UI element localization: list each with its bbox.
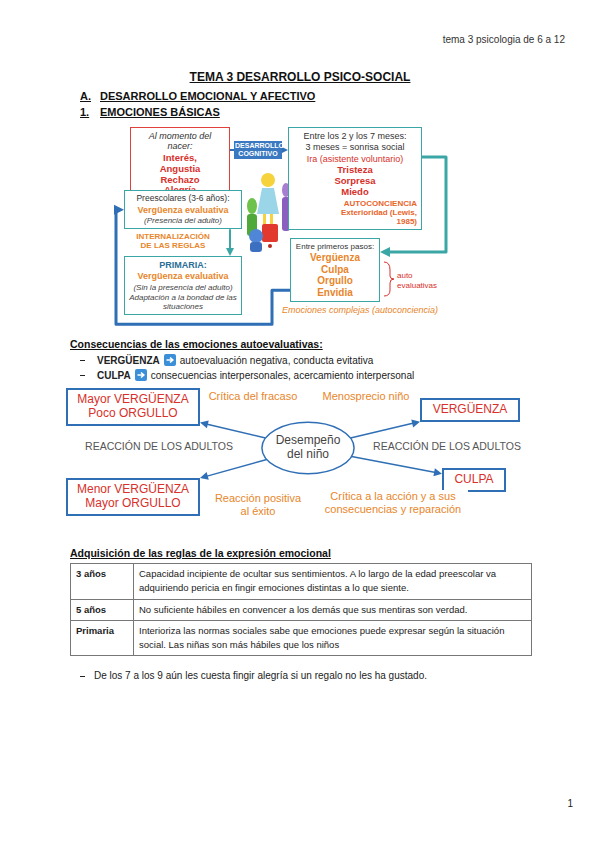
node-text: CULPA (454, 473, 493, 487)
connector (351, 420, 421, 438)
note-text: De los 7 a los 9 aún les cuesta fingir a… (94, 670, 427, 681)
node-text: Adaptación a la bondad de las situacione… (129, 293, 237, 311)
bullet-row: VERGÜENZA autoevaluación negativa, condu… (80, 354, 373, 366)
page-header: tema 3 psicologia de 6 a 12 (443, 34, 565, 46)
node-text: (Sin la presencia del adulto) (133, 283, 232, 292)
node-text: Menor VERGÜENZA Mayor ORGULLO (74, 483, 192, 511)
bullet-dash (80, 375, 85, 376)
section-letter: A. (80, 90, 91, 103)
stage-box: Entre los 2 y los 7 meses:3 meses = sonr… (288, 127, 422, 230)
node-text: VERGÜENZA (433, 403, 508, 417)
node-text: Ira (asistente voluntario) (307, 154, 404, 164)
side-label: REACCIÓN DE LOS ADULTOS (372, 440, 522, 453)
node-text: Vergüenza evaluativa (137, 205, 228, 215)
side-label: REACCIÓN DE LOS ADULTOS (84, 440, 234, 453)
connector (200, 460, 267, 480)
bullet-term: CULPA (97, 370, 131, 381)
diagram-caption: Emociones complejas (autoconciencia) (282, 305, 447, 316)
section-heading: EMOCIONES BÁSICAS (100, 106, 220, 119)
table-cell-text: Interioriza las normas sociales sabe que… (139, 625, 504, 650)
section-heading: Consecuencias de las emociones autoevalu… (70, 338, 323, 351)
connector (352, 456, 442, 476)
table-cell-text: 5 años (76, 604, 106, 615)
table-cell: Capacidad incipiente de ocultar sus sent… (134, 564, 532, 600)
edge-label: INTERNALIZACIÓN DE LAS REGLAS (128, 232, 218, 250)
stage-box: PRIMARIA:Vergüenza evaluativa (Sin la pre… (124, 256, 242, 315)
table-cell: No suficiente hábiles en convencer a los… (134, 599, 532, 620)
page-title: TEMA 3 DESARROLLO PSICO-SOCIAL (0, 70, 600, 84)
table-cell: Primaria (71, 620, 134, 656)
table-cell-text: No suficiente hábiles en convencer a los… (139, 604, 467, 615)
bullet-term: VERGÜENZA (97, 355, 160, 366)
node-text: Entre los 2 y los 7 meses: (303, 131, 406, 141)
edge-label: Reacción positiva al éxito (210, 492, 306, 517)
bullet-dash (80, 676, 85, 677)
connector-line (206, 424, 265, 438)
node-text: PRIMARIA: (159, 260, 207, 270)
arrowhead (411, 420, 420, 428)
table-cell: 3 años (71, 564, 134, 600)
edge-label: Menosprecio niño (316, 390, 416, 403)
outcome-box: Menor VERGÜENZA Mayor ORGULLO (66, 478, 200, 516)
bullet-row: CULPA consecuencias interpersonales, ace… (80, 369, 414, 381)
node-text: Vergüenza Culpa Orgullo Envidia (304, 252, 366, 298)
table-cell-text: Primaria (76, 625, 114, 636)
bullet-dash (80, 360, 85, 361)
node-text: Tristeza Sorpresa Miedo (324, 165, 386, 198)
bracket (384, 262, 394, 296)
section-heading: DESARROLLO EMOCIONAL Y AFECTIVO (100, 90, 315, 103)
table-row: 3 años Capacidad incipiente de ocultar s… (71, 564, 532, 600)
node-text: Preescolares (3-6 años): (136, 194, 229, 204)
table-row: 5 años No suficiente hábiles en convence… (71, 599, 532, 620)
bracket-label: auto evaluativas (397, 271, 439, 290)
note-row: De los 7 a los 9 aún les cuesta fingir a… (70, 670, 532, 682)
connector-line (352, 456, 436, 472)
table-row: Primaria Interioriza las normas sociales… (71, 620, 532, 656)
connector (200, 421, 266, 438)
connector (226, 229, 234, 256)
table-cell: 5 años (71, 599, 134, 620)
table-cell-text: 3 años (76, 568, 106, 579)
connector-line (206, 460, 267, 477)
arrow-icon (135, 369, 147, 381)
edge-label: Crítica del fracaso (203, 390, 303, 403)
inside-out-characters (247, 173, 290, 252)
node-text: Mayor VERGÜENZA Poco ORGULLO (74, 393, 192, 421)
node-text: Desempeño del niño (272, 434, 344, 462)
outcome-box: VERGÜENZA (420, 398, 520, 422)
stage-box: Preescolares (3-6 años):Vergüenza evalua… (124, 190, 242, 229)
table-block: 3 años Capacidad incipiente de ocultar s… (70, 563, 532, 682)
node-text: Entre primeros pasos: (296, 242, 374, 251)
outcome-box: Mayor VERGÜENZA Poco ORGULLO (66, 388, 200, 426)
node-text: 3 meses = sonrisa social (306, 142, 405, 152)
arrowhead (114, 205, 124, 215)
table-cell-text: Capacidad incipiente de ocultar sus sent… (139, 568, 496, 593)
node-text: Vergüenza evaluativa (137, 271, 228, 281)
arrowhead (433, 468, 442, 476)
center-ellipse: Desempeño del niño (260, 420, 356, 476)
bullet-text: autoevaluación negativa, conducta evitat… (180, 355, 373, 366)
arrowhead (200, 472, 209, 480)
bullet-text: consecuencias interpersonales, acercamie… (151, 370, 414, 381)
table-cell: Interioriza las normas sociales sabe que… (134, 620, 532, 656)
arrowhead (226, 248, 234, 256)
node-text: (Presencia del adulto) (144, 216, 222, 225)
section-heading: Adquisición de las reglas de la expresió… (70, 547, 331, 560)
outcome-box: CULPA (442, 468, 506, 492)
arrowhead (200, 421, 209, 429)
node-text: AUTOCONCIENCIA Exterioridad (Lewis, 1985… (337, 199, 417, 227)
connector-line (229, 229, 231, 249)
edge-label: DESARROLLO COGNITIVO (234, 141, 282, 159)
connector-line (351, 423, 414, 438)
node-text: Al momento del nacer: (135, 131, 225, 152)
arrow-icon (164, 354, 176, 366)
rules-table: 3 años Capacidad incipiente de ocultar s… (70, 563, 532, 656)
stage-box: Entre primeros pasos:Vergüenza Culpa Org… (290, 238, 380, 302)
arrowhead (380, 247, 390, 257)
section-number: 1. (80, 106, 89, 119)
edge-label: Crítica a la acción y a sus consecuencia… (318, 490, 468, 515)
page-number: 1 (567, 798, 573, 810)
